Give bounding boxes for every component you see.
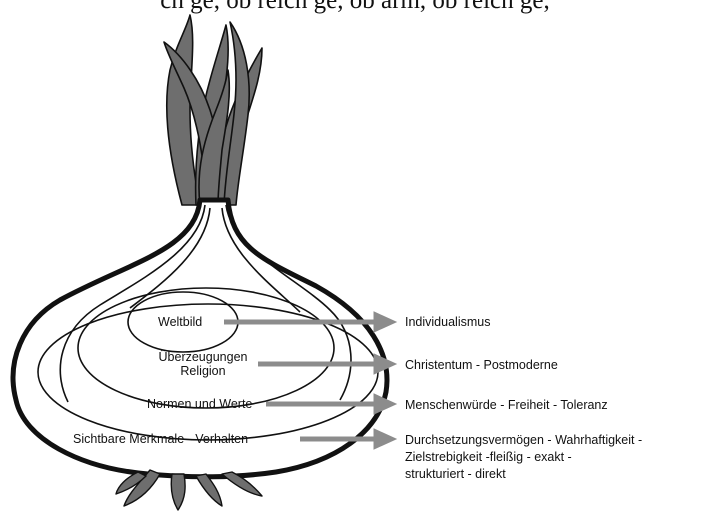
value-line: Durchsetzungsvermögen - Wahrhaftigkeit -	[405, 432, 642, 449]
value-line: Zielstrebigkeit -fleißig - exakt -	[405, 449, 642, 466]
label-weltbild: Weltbild	[158, 315, 202, 329]
label-ueberzeugungen: Überzeugungen Religion	[138, 350, 268, 378]
label-merkmale: Sichtbare Merkmale - Verhalten	[73, 432, 248, 446]
value-line: strukturiert - direkt	[405, 466, 642, 483]
label-normen: Normen und Werte	[147, 397, 252, 411]
value-individualismus: Individualismus	[405, 315, 490, 329]
label-ueberzeugungen-line2: Religion	[138, 364, 268, 378]
arrow-weltbild	[374, 312, 396, 332]
onion-leaves	[164, 15, 262, 205]
value-durchsetzung: Durchsetzungsvermögen - Wahrhaftigkeit -…	[405, 432, 642, 483]
label-ueberzeugungen-line1: Überzeugungen	[138, 350, 268, 364]
value-christentum: Christentum - Postmoderne	[405, 358, 558, 372]
arrow-merkmale	[374, 429, 396, 449]
value-menschenwuerde: Menschenwürde - Freiheit - Toleranz	[405, 398, 608, 412]
